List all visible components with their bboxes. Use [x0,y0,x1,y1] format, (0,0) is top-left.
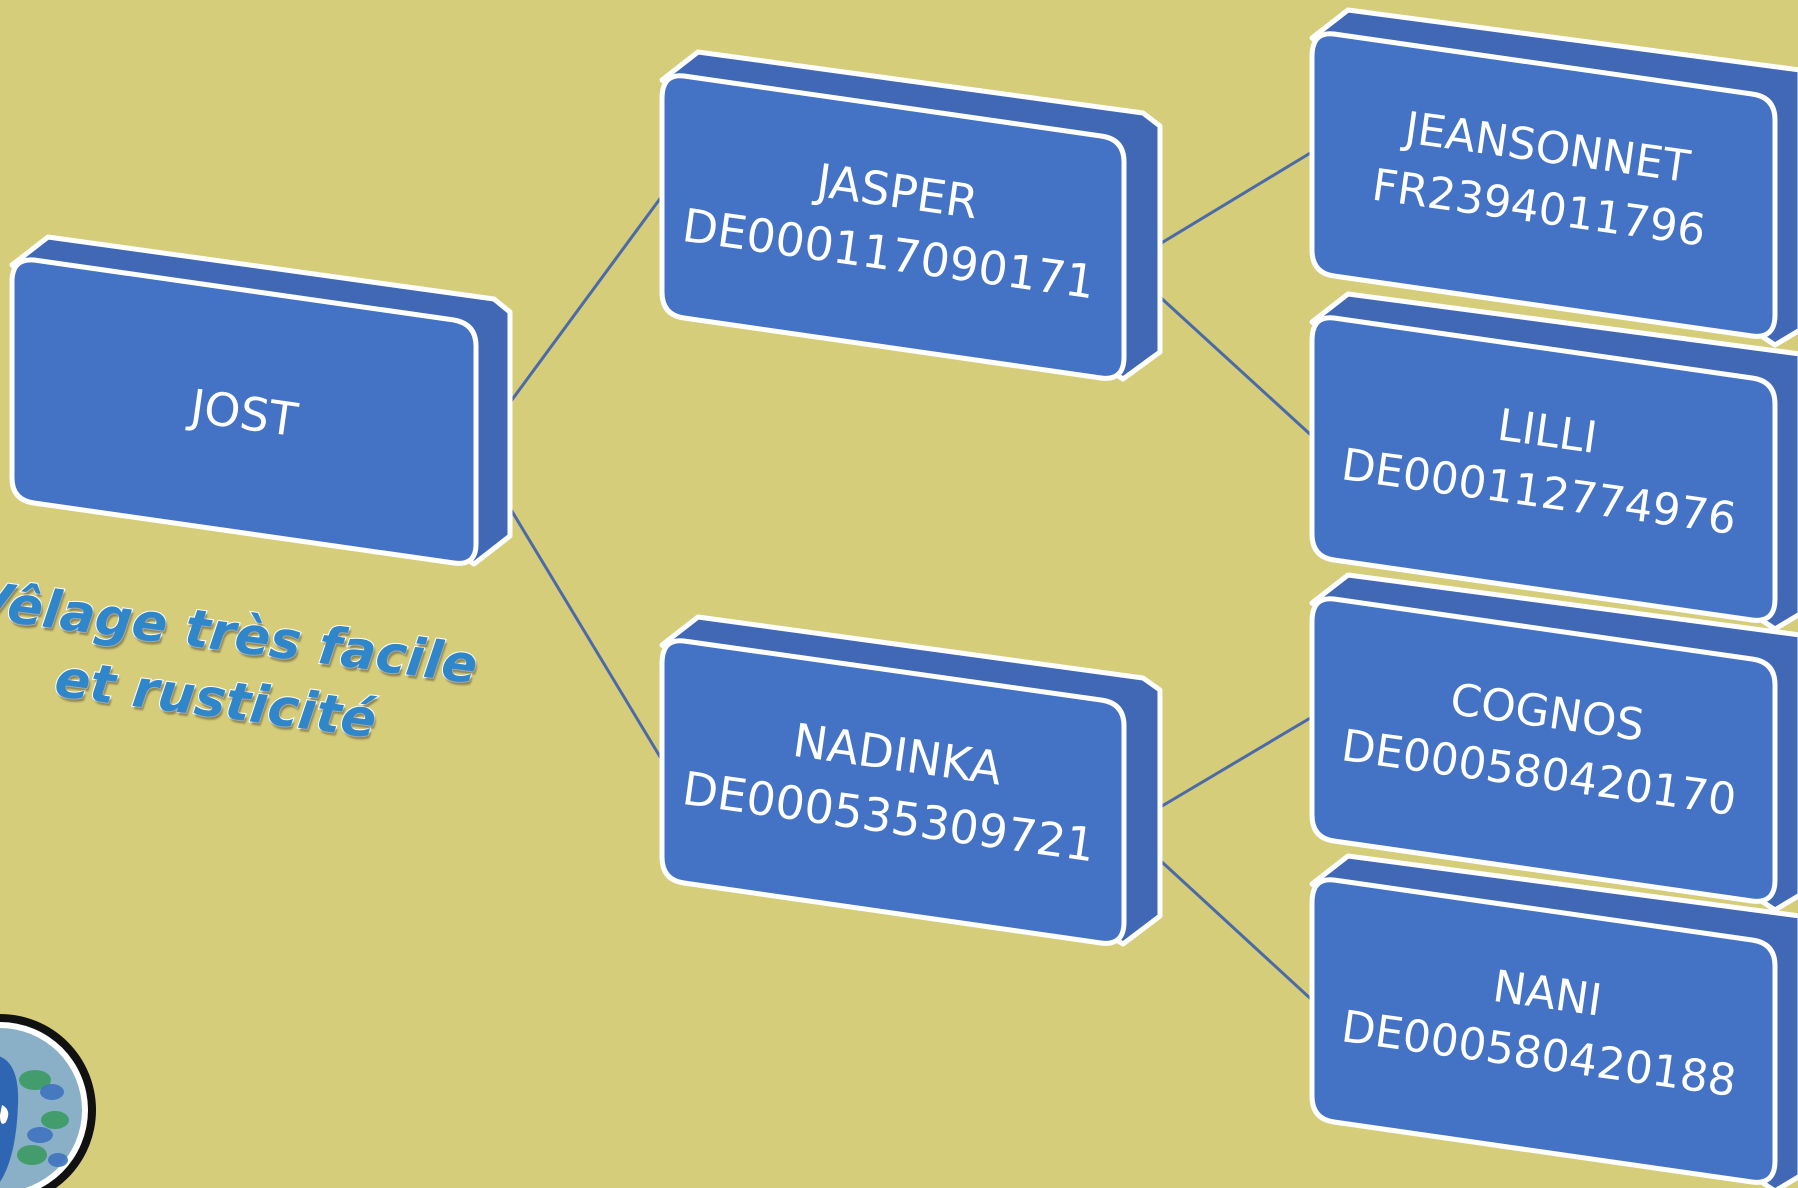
tile-jasper [659,49,1163,382]
tile-cognos [1309,572,1798,913]
tile-lilli [1309,291,1798,632]
tile-jost [9,234,513,567]
tile-jeansonnet [1309,7,1798,348]
tile-nani [1309,853,1798,1188]
tile-nadinka [659,614,1163,947]
breed-globe-logo-icon [0,1014,96,1188]
